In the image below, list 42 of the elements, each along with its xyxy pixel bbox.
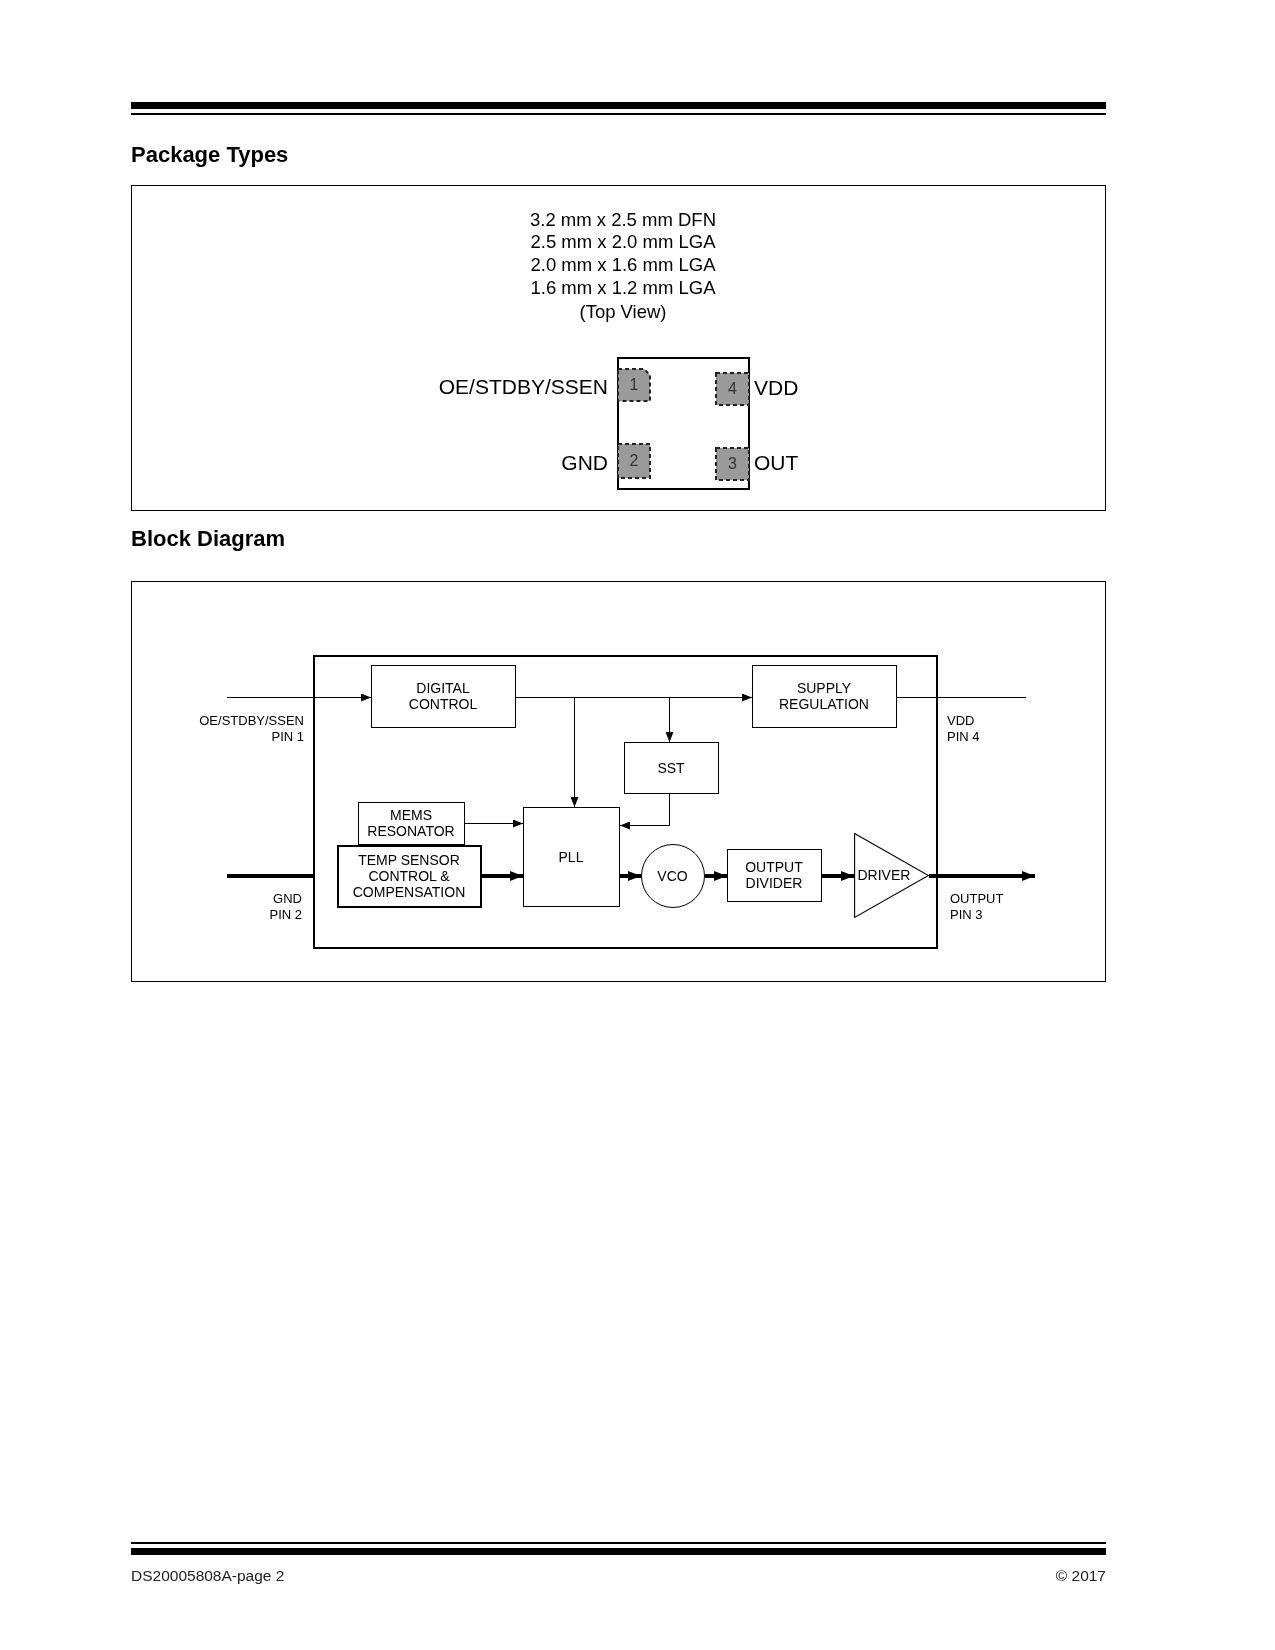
pin-pad: 4 <box>715 372 750 406</box>
pin-label: OUTPUT PIN 3 <box>950 891 1005 923</box>
function-block: OUTPUT DIVIDER <box>726 848 822 902</box>
function-block: DIGITAL CONTROL <box>370 664 516 728</box>
pin-pad: 3 <box>715 447 750 481</box>
pin-name: OUT <box>754 450 799 476</box>
function-block: SST <box>623 741 719 794</box>
function-block: SUPPLY REGULATION <box>751 664 897 728</box>
arrow <box>464 819 524 828</box>
pin-pad: 1 <box>617 368 651 402</box>
pin-name: VDD <box>754 375 799 401</box>
function-block: MEMS RESONATOR <box>357 801 465 845</box>
arrow <box>226 693 372 702</box>
page-number: DS20005808A-page 2 <box>131 1566 285 1586</box>
connector-line <box>896 697 1027 698</box>
package-outline <box>617 357 750 490</box>
chip-outline <box>313 655 938 949</box>
pin-name: OE/STDBY/SSEN <box>438 374 608 400</box>
pin-label: VDD PIN 4 <box>947 713 981 745</box>
arrow <box>620 871 641 881</box>
section-heading: Package Types <box>131 141 289 169</box>
package-size-text: 2.0 mm x 1.6 mm LGA <box>530 253 716 277</box>
arrow <box>929 871 1035 881</box>
connector-line <box>227 874 313 878</box>
pin-label: GND PIN 2 <box>268 891 302 923</box>
pin-label: OE/STDBY/SSEN PIN 1 <box>198 713 304 745</box>
copyright-text: © 2017 <box>1055 1566 1106 1586</box>
arrow <box>515 697 674 743</box>
pin-name: GND <box>561 450 608 476</box>
package-size-text: 1.6 mm x 1.2 mm LGA <box>530 276 716 300</box>
function-block: TEMP SENSOR CONTROL & COMPENSATION <box>336 844 482 908</box>
amplifier-triangle: DRIVER <box>853 832 929 918</box>
package-size-text: 2.5 mm x 2.0 mm LGA <box>530 230 716 254</box>
function-block: PLL <box>522 806 620 907</box>
arrow <box>482 871 523 881</box>
section-heading: Block Diagram <box>131 525 286 553</box>
pin-pad: 2 <box>617 443 651 479</box>
arrow <box>822 871 854 881</box>
arrow <box>619 793 670 830</box>
package-size-text: 3.2 mm x 2.5 mm DFN <box>529 208 717 232</box>
view-note: (Top View) <box>579 300 667 324</box>
arrow <box>705 871 727 881</box>
